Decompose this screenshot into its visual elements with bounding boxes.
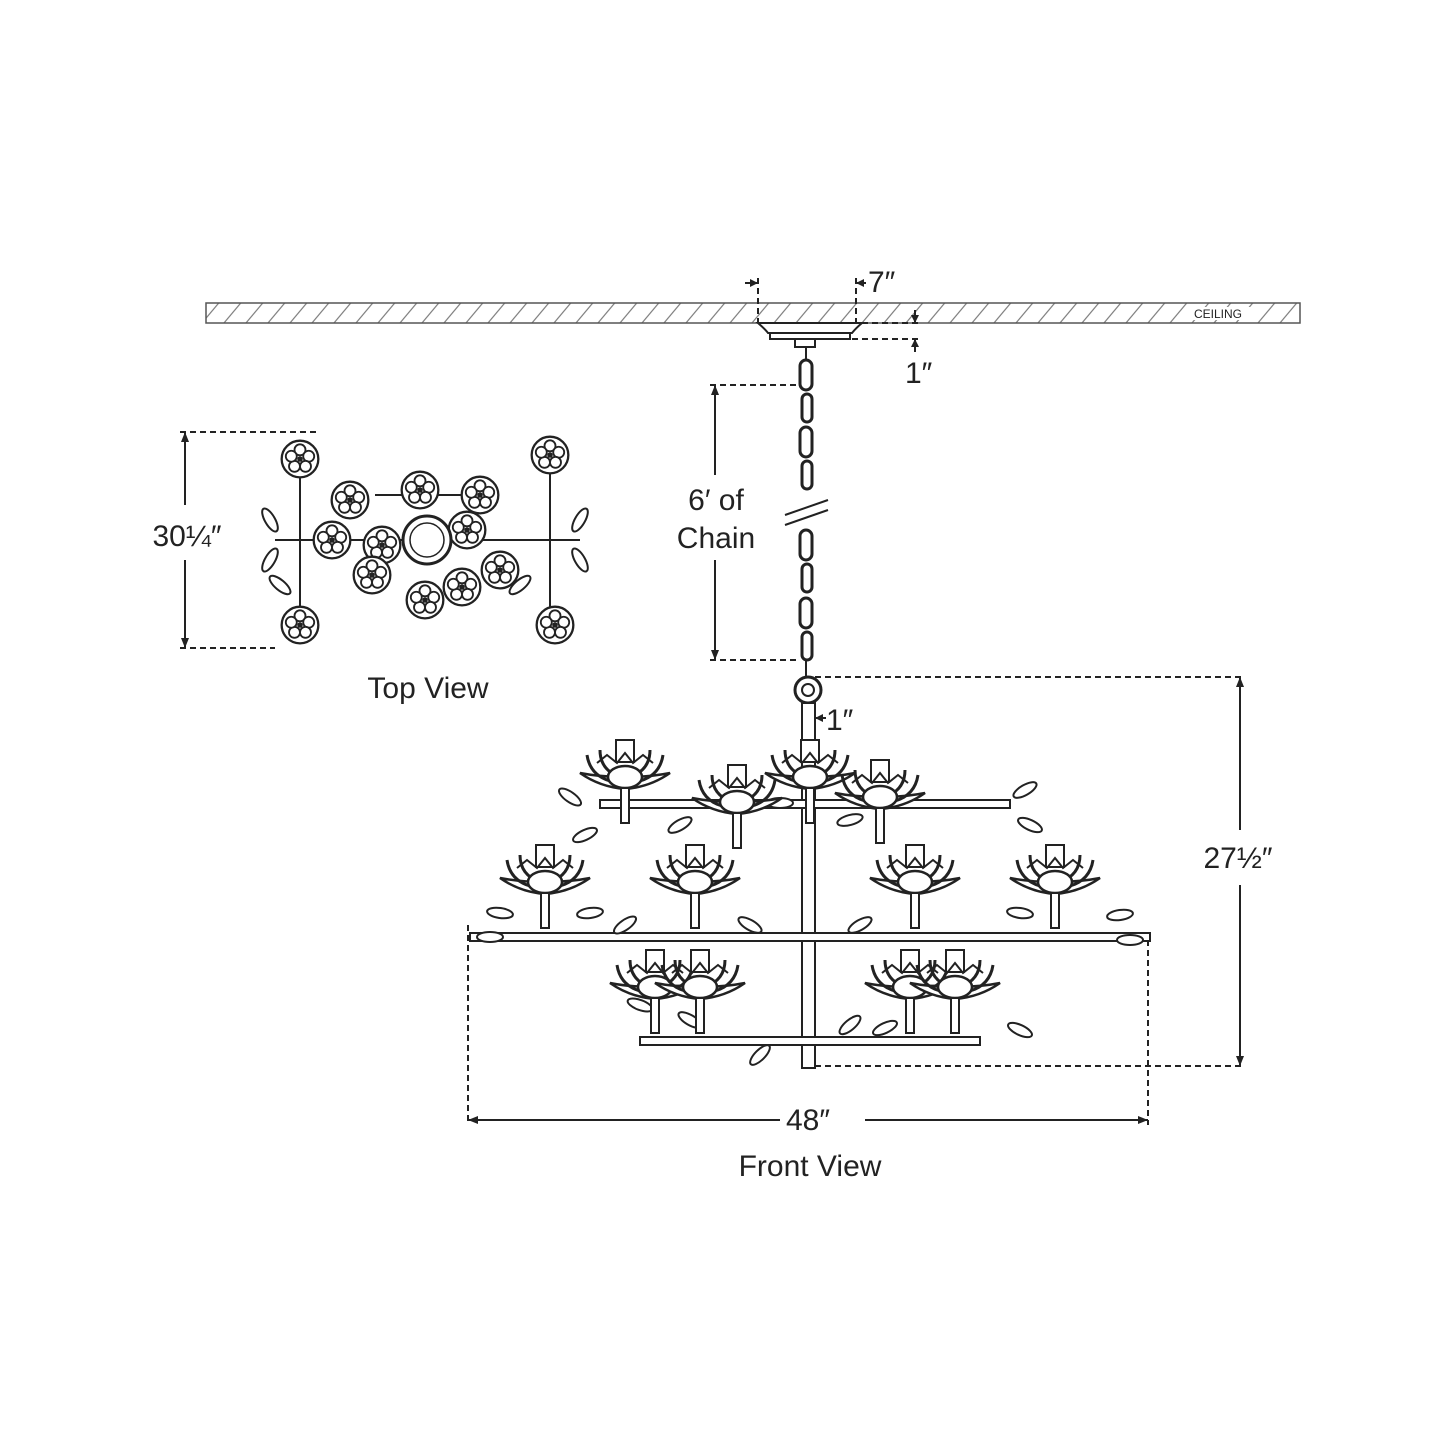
dimension-lines [180,278,1245,1125]
top-view-depth-label: 30¼″ [152,520,221,553]
canopy-width-label: 7″ [868,266,896,299]
chain [798,347,814,676]
chain-break-mark [784,499,829,526]
top-view-chandelier [258,435,592,645]
overall-height-label: 27½″ [1203,842,1272,875]
canopy-height-label: 1″ [905,357,933,390]
top-view-label: Top View [367,672,489,705]
front-view-chandelier [469,675,1151,1069]
chain-length-label-line2: Chain [677,522,755,555]
lotus-lights [498,738,1102,1035]
canopy [755,322,865,348]
chain-length-label-line1: 6′ of [688,484,744,517]
front-view-label: Front View [739,1150,882,1183]
stem-diameter-label: 1″ [826,704,854,737]
overall-width-label: 48″ [786,1104,830,1137]
ceiling: CEILING [205,302,1301,324]
ceiling-label: CEILING [1194,307,1242,321]
dimension-arrowheads [181,279,1244,1124]
